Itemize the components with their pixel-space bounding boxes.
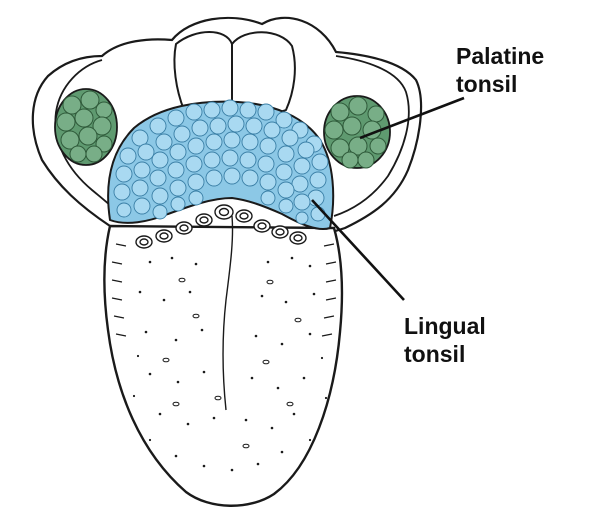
lingual-tonsil-label: Lingual tonsil bbox=[404, 312, 486, 368]
palatine-tonsil-label: Palatine tonsil bbox=[456, 42, 544, 98]
left-palatine-tonsil bbox=[55, 89, 117, 165]
palatine-label-line2: tonsil bbox=[456, 70, 544, 98]
lingual-label-line2: tonsil bbox=[404, 340, 486, 368]
palatine-label-line1: Palatine bbox=[456, 42, 544, 70]
right-palatine-tonsil bbox=[324, 96, 390, 168]
lingual-label-line1: Lingual bbox=[404, 312, 486, 340]
